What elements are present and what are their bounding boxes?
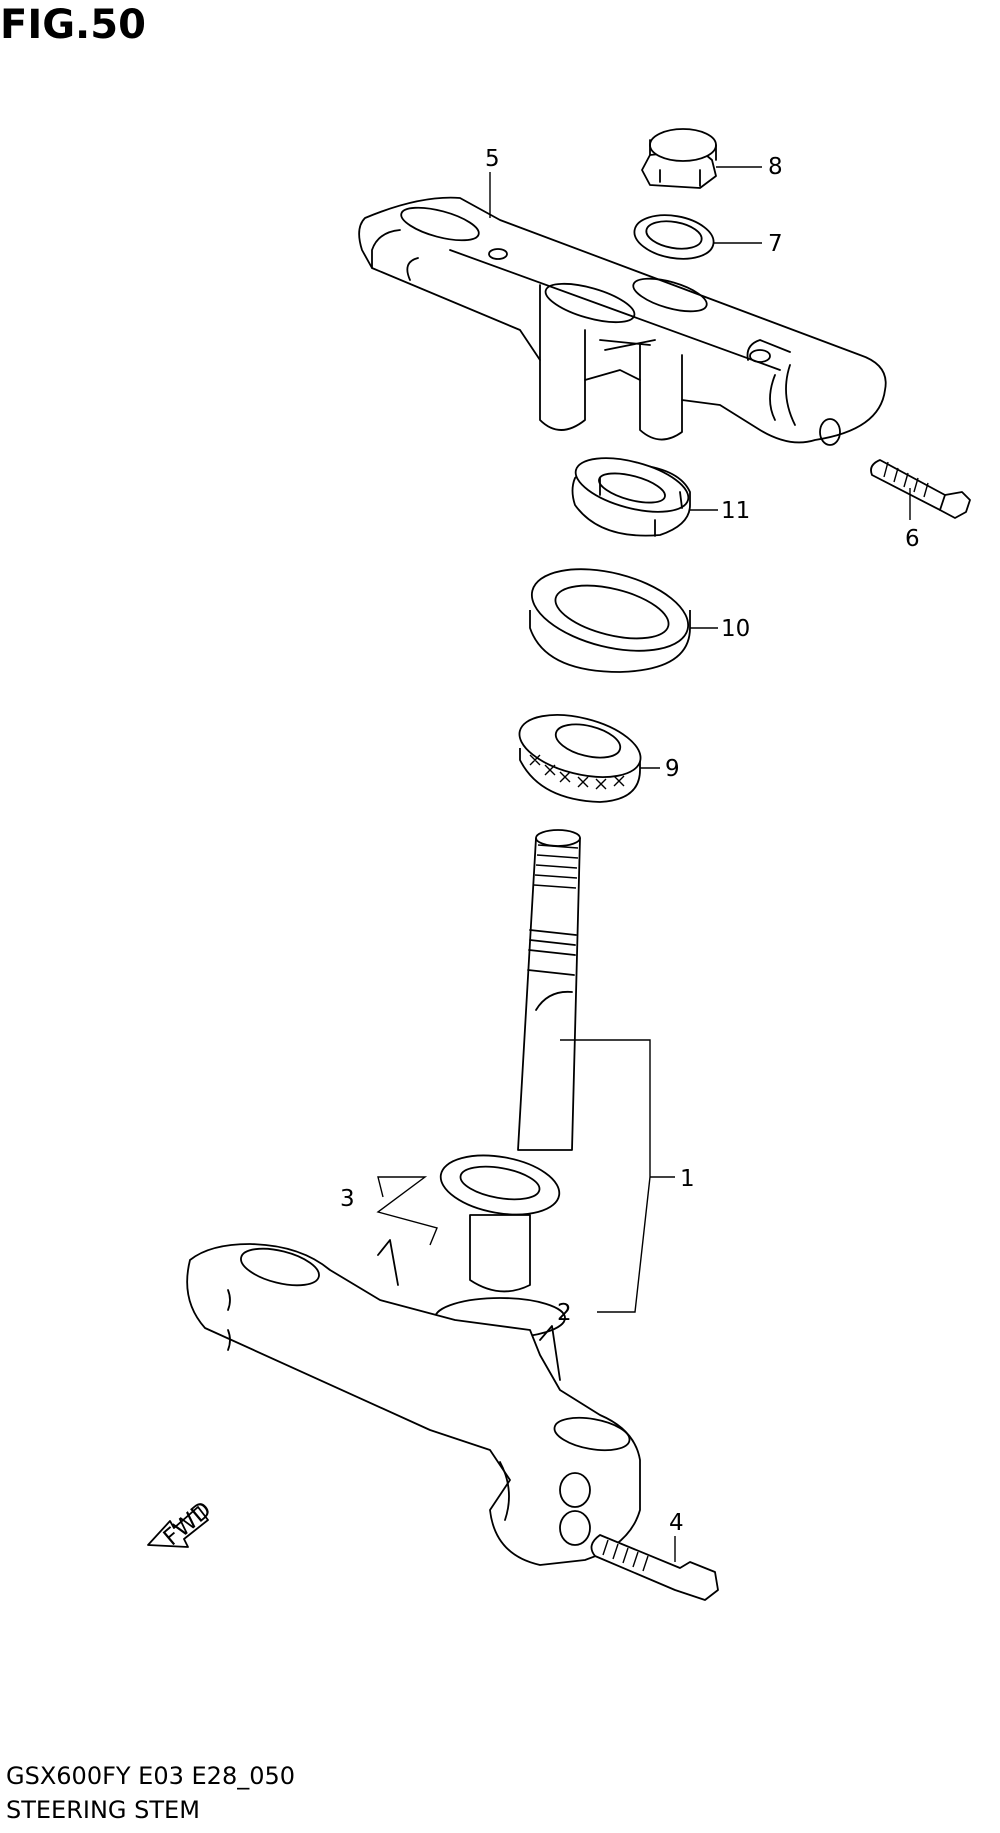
part-4-bolt[interactable]	[590, 1534, 719, 1601]
part-11-lock-nut[interactable]	[570, 448, 694, 537]
part-6-bolt[interactable]	[870, 459, 971, 519]
part-9-bearing[interactable]	[513, 704, 647, 803]
callout-6: 6	[905, 526, 920, 552]
callout-8: 8	[768, 154, 783, 180]
callout-11: 11	[721, 498, 750, 524]
callout-9: 9	[665, 756, 680, 782]
callout-3: 3	[340, 1186, 355, 1212]
model-code: GSX600FY E03 E28_050	[6, 1762, 296, 1790]
callout-1: 1	[680, 1166, 695, 1192]
part-7-washer[interactable]	[631, 209, 717, 264]
fwd-arrow-icon: FWD	[147, 1497, 217, 1551]
part-1-steering-stem[interactable]	[434, 829, 581, 1339]
lower-bracket[interactable]	[186, 1239, 641, 1566]
callout-7: 7	[768, 231, 783, 257]
figure-title: FIG.50	[0, 2, 146, 48]
callout-2: 2	[557, 1300, 572, 1326]
part-10-dust-seal[interactable]	[523, 555, 696, 673]
callout-10: 10	[721, 616, 750, 642]
figure-caption: STEERING STEM	[6, 1796, 200, 1824]
fwd-label: FWD	[159, 1497, 217, 1551]
leader-lines	[376, 166, 911, 1562]
callout-5: 5	[485, 146, 500, 172]
part-8-cap-nut[interactable]	[641, 128, 717, 189]
callout-4: 4	[669, 1510, 684, 1536]
part-5-upper-bracket[interactable]	[358, 196, 887, 446]
callout-labels: 5 8 7 11 6 10 9 1 3 2 4	[340, 146, 920, 1536]
